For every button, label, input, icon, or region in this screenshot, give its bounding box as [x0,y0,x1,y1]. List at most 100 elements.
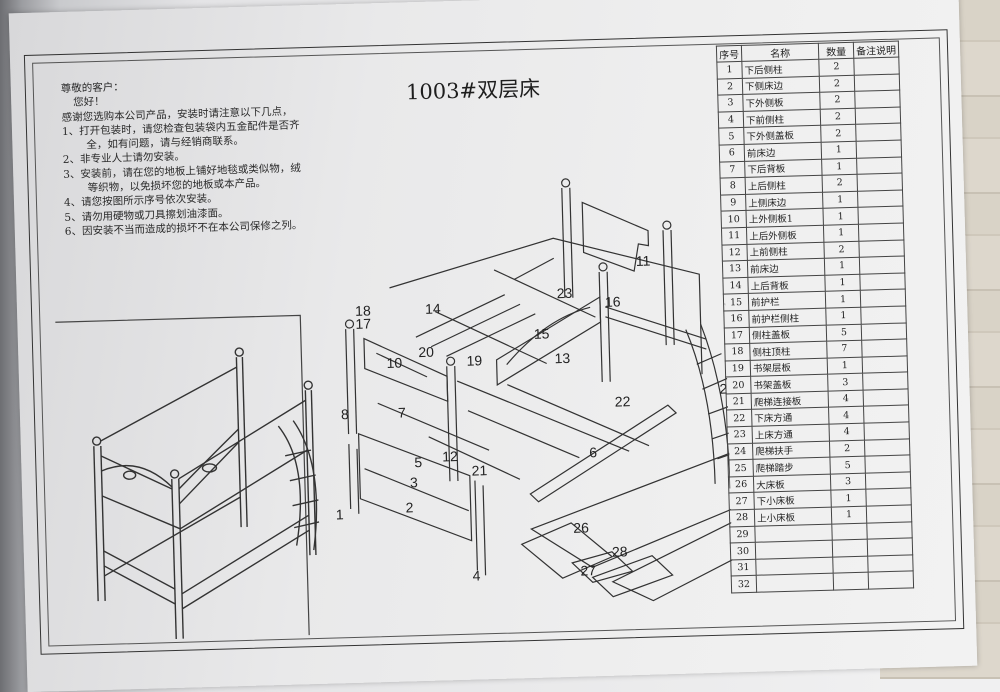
part-label: 18 [355,302,371,318]
part-remarks-cell [868,571,914,590]
col-header-qty: 数量 [818,42,854,60]
part-number-cell: 15 [723,293,749,311]
part-number-cell: 21 [726,393,752,411]
part-qty-cell: 1 [823,224,859,242]
part-number-cell: 7 [719,160,746,179]
part-remarks-cell [860,289,906,308]
part-remarks-cell [864,455,911,473]
part-remarks-cell [856,139,902,158]
part-number-cell: 25 [727,459,754,477]
part-remarks-cell [859,272,906,291]
part-qty-cell: 5 [826,323,862,342]
part-remarks-cell [863,405,909,424]
part-remarks-cell [853,57,900,75]
instruction-sheet: 1003#双层床 尊敬的客户： 您好！ 感谢您选购本公司产品，安装时请注意以下几… [8,0,978,692]
part-number-cell: 1 [716,61,743,79]
part-number-cell: 32 [731,575,757,593]
part-qty-cell: 4 [828,423,865,441]
col-header-remarks: 备注说明 [853,41,899,59]
part-qty-cell: 2 [823,240,860,259]
part-qty-cell [832,555,869,574]
part-qty-cell: 1 [822,207,859,226]
part-qty-cell: 7 [826,340,863,358]
part-qty-cell: 5 [829,456,866,474]
part-remarks-cell [857,173,903,192]
part-qty-cell: 2 [822,174,858,192]
part-qty-cell: 1 [825,307,862,325]
part-label: 8 [341,406,349,422]
part-remarks-cell [864,438,910,457]
part-number-cell: 5 [718,127,745,146]
exploded-view-illustration [344,178,735,602]
part-qty-cell: 3 [830,472,866,491]
part-remarks-cell [863,421,910,440]
part-name-cell [756,573,834,593]
part-remarks-cell [857,206,904,225]
part-number-cell: 14 [722,277,749,295]
part-label: 4 [472,567,480,583]
part-label: 21 [471,462,487,478]
part-label: 10 [386,355,402,371]
part-label: 16 [605,293,621,309]
part-number-cell: 3 [717,94,744,112]
part-qty-cell: 1 [821,157,858,176]
part-qty-cell: 2 [820,124,857,143]
part-number-cell: 13 [722,260,748,278]
part-label: 22 [615,393,631,409]
part-qty-cell: 1 [830,489,867,508]
part-number-cell: 12 [721,243,748,262]
part-label: 3 [410,474,418,490]
part-label: 12 [442,448,458,464]
part-qty-cell: 4 [828,390,864,408]
part-number-cell: 22 [726,409,753,428]
part-number-cell: 23 [727,426,753,444]
part-remarks-cell [856,156,903,175]
part-qty-cell: 1 [824,273,861,292]
part-number-cell: 27 [728,492,755,510]
part-number-cell: 4 [718,111,744,129]
part-label: 5 [414,454,422,470]
part-label: 27 [580,562,596,578]
part-qty-cell: 1 [822,191,858,209]
part-label: 20 [418,344,434,360]
part-remarks-cell [862,355,908,374]
part-label: 14 [425,300,441,316]
part-remarks-cell [859,256,905,274]
part-label: 17 [355,315,371,331]
part-remarks-cell [858,239,905,258]
part-label: 15 [534,325,550,341]
col-header-number: 序号 [716,45,742,63]
assembled-bunk-bed-illustration [91,347,320,639]
part-qty-cell [832,539,868,557]
part-label: 23 [557,285,573,301]
part-number-cell: 10 [721,210,747,229]
part-labels: 1 2 3 4 5 6 7 8 10 11 12 13 14 15 16 17 … [336,253,734,584]
part-qty-cell: 1 [821,141,857,159]
part-number-cell: 28 [729,509,755,527]
part-qty-cell [833,572,869,591]
part-remarks-cell [866,521,913,540]
part-label: 19 [466,352,482,368]
part-remarks-cell [855,123,902,142]
part-remarks-cell [862,372,909,391]
part-label: 28 [612,543,628,559]
part-remarks-cell [860,305,907,324]
part-number-cell: 19 [725,360,751,378]
part-qty-cell: 2 [820,108,856,126]
part-qty-cell: 1 [831,506,867,524]
part-number-cell: 24 [727,442,753,461]
part-qty-cell: 1 [825,290,861,309]
part-label: 7 [398,404,406,420]
part-label: 26 [573,519,589,535]
part-number-cell: 9 [720,194,747,212]
part-number-cell: 18 [724,343,751,361]
part-remarks-cell [857,189,903,208]
part-remarks-cell [865,488,912,507]
part-qty-cell: 2 [819,74,855,93]
part-remarks-cell [858,222,904,241]
sheet-title: 1003#双层床 [405,76,541,105]
part-remarks-cell [861,339,908,357]
part-qty-cell: 4 [828,406,864,425]
assembled-view-box [55,314,310,636]
